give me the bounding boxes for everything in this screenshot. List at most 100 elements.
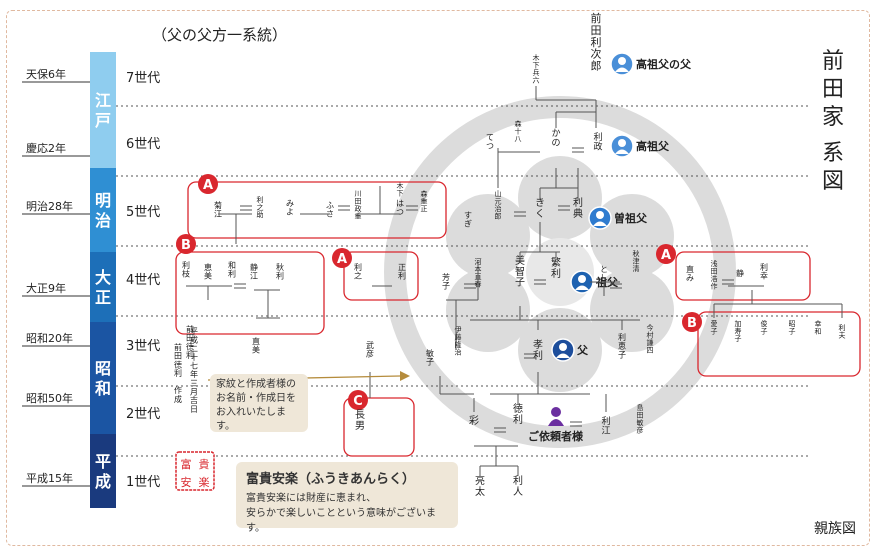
name-char: 川 [355, 190, 362, 198]
seal-char: 富 [181, 457, 192, 471]
person-name: 利江 [601, 415, 610, 437]
person-name: 利之 [354, 262, 362, 281]
footer-label: 親族図 [814, 521, 856, 537]
year-label: 平成15年 [26, 471, 73, 485]
name-char: 利 [174, 368, 182, 378]
seal-char: 安 [181, 475, 192, 489]
name-char: 下 [397, 190, 404, 198]
name-char: よ [286, 208, 294, 217]
marker-badge [176, 234, 196, 254]
name-char: 幸 [760, 272, 768, 281]
era-label: 成 [95, 472, 111, 491]
year-label: 昭和20年 [26, 331, 73, 345]
red-seal-icon: 富貴安楽 [175, 451, 215, 491]
name-char: 島 [637, 403, 644, 412]
year-label: 大正9年 [26, 281, 66, 295]
generation-label: 6世代 [126, 137, 160, 152]
person-name: とし [600, 265, 608, 283]
name-char: 秋 [276, 262, 284, 272]
name-char: 和 [815, 327, 822, 336]
client-avatar-icon [551, 407, 561, 417]
avatar-body [556, 353, 570, 358]
name-char: 清 [633, 264, 640, 273]
name-char: 利 [593, 131, 602, 143]
name-char: 吉 [190, 396, 198, 405]
name-char: 直 [252, 336, 260, 346]
title-char: 家 [821, 105, 844, 130]
marker-badge [682, 312, 702, 332]
name-char: 十 [190, 352, 198, 362]
generation-label: 1世代 [126, 475, 160, 490]
avatar-head [559, 343, 567, 351]
name-char: 江 [601, 426, 610, 437]
person-name: 徳利 [513, 402, 523, 426]
name-char: 和 [228, 261, 236, 270]
name-char: 隆 [455, 340, 462, 349]
name-char: 亮 [475, 474, 485, 487]
person-name: 愛子 [711, 319, 718, 336]
name-char: 敏 [426, 348, 434, 358]
name-char: 利 [533, 350, 543, 362]
name-char: の [551, 139, 560, 149]
name-char: 郎 [495, 212, 502, 221]
name-char: 八 [515, 135, 522, 143]
era-label: 戸 [95, 111, 111, 130]
relation-label: 父 [576, 344, 589, 357]
name-char: 恵 [204, 262, 212, 272]
name-char: 四 [647, 347, 654, 355]
title-char: 前 [821, 49, 844, 74]
name-char: 子 [618, 350, 626, 359]
name-char: 平 [190, 327, 198, 336]
name-char: 村 [647, 331, 654, 340]
name-char: 治 [455, 348, 462, 357]
era-label: 正 [95, 288, 111, 307]
person-name: 幸和 [815, 320, 822, 336]
era-bar-2 [90, 168, 116, 252]
name-char: 子 [442, 282, 450, 291]
name-char: 之 [354, 271, 362, 281]
generation-label: 7世代 [126, 71, 160, 86]
relation-label: 曽祖父 [614, 211, 648, 225]
marker-badge [656, 244, 676, 264]
name-char: 十 [515, 127, 522, 136]
name-char: 利 [354, 262, 362, 272]
name-char: 子 [789, 328, 796, 336]
person-name: 森重正 [421, 189, 428, 213]
person-name: 利典 [573, 197, 583, 220]
name-char: 今 [647, 323, 654, 332]
name-char: 利 [760, 262, 768, 272]
person-name: 美智子 [515, 254, 525, 289]
avatar-body [575, 285, 589, 290]
title-char: 図 [821, 169, 844, 194]
name-char: 郎 [591, 59, 602, 73]
relation-label: ご依頼者様 [528, 429, 584, 443]
client-avatar-body [548, 419, 564, 426]
era-label: 大 [95, 268, 111, 287]
name-char: 子 [515, 277, 525, 289]
person-name: 亮太 [475, 474, 485, 498]
name-char: 子 [761, 328, 768, 336]
name-char: 田 [186, 334, 194, 343]
name-char: 徳 [186, 341, 194, 351]
name-char: 利 [276, 271, 284, 281]
era-label: 治 [95, 211, 111, 230]
family-tree-title: 前 田 家 系 図 [820, 48, 846, 196]
caption: （父の父方一系統） [152, 26, 288, 44]
name-char: は [396, 199, 404, 208]
name-char: み [686, 274, 694, 283]
marker-label: A [337, 252, 347, 267]
name-char: 二 [190, 344, 198, 353]
person-name: 利枝 [182, 260, 190, 279]
name-char: 助 [257, 210, 264, 219]
name-char: 七 [190, 362, 198, 371]
name-char: つ [486, 142, 494, 151]
avatar-body [615, 149, 629, 154]
